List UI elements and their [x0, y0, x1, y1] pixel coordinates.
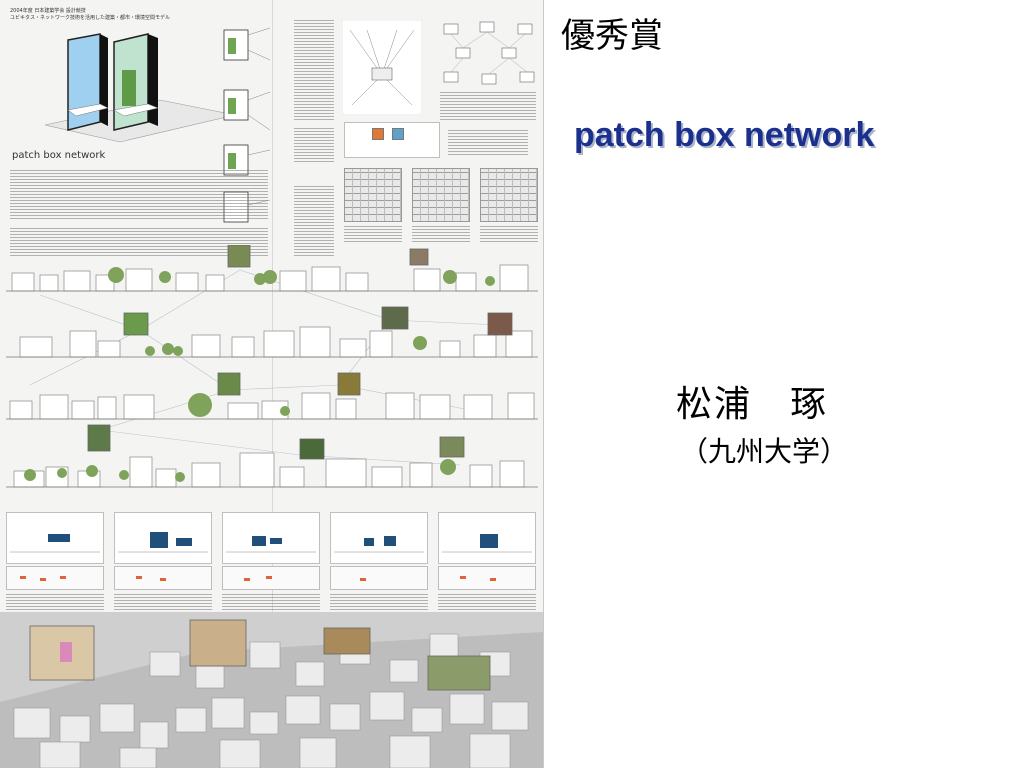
- poster-body-text: [10, 228, 268, 258]
- project-title: patch box network: [574, 116, 875, 154]
- poster-concept-diagram: [342, 20, 422, 115]
- poster-body-text: [222, 594, 320, 610]
- poster-floor-plan-details: [20, 576, 496, 581]
- poster-body-text: [330, 594, 428, 610]
- poster-city-model-photo: [0, 612, 543, 768]
- poster-header-line2: ユビキタス・ネットワーク技術を活用した建築・都市・環境空間モデル: [10, 15, 171, 21]
- poster-body-text: [448, 130, 528, 156]
- poster-body-text: [344, 226, 402, 242]
- poster-body-text: [438, 594, 536, 610]
- poster-district-map: [412, 168, 470, 222]
- poster-streetscape-elevations: [6, 245, 538, 488]
- poster-body-text: [114, 594, 212, 610]
- poster-body-text: [294, 20, 334, 120]
- poster-title: patch box network: [12, 150, 106, 161]
- poster-body-text: [294, 186, 334, 256]
- award-title: 優秀賞: [561, 16, 663, 56]
- poster-district-map: [344, 168, 402, 222]
- poster-interior-sketch: [330, 512, 428, 564]
- author-name: 松浦 琢: [676, 384, 829, 425]
- poster-interior-sketch-details: [10, 532, 532, 553]
- poster-header: 2004年度 日本建築学会 設計競技 ユビキタス・ネットワーク技術を活用した建築…: [10, 8, 170, 22]
- poster-body-text: [10, 170, 268, 220]
- poster-body-text: [412, 226, 470, 242]
- poster-body-text: [440, 92, 536, 122]
- poster-patch-box-illustration: [44, 33, 236, 143]
- competition-poster-image: 2004年度 日本建築学会 設計競技 ユビキタス・ネットワーク技術を活用した建築…: [0, 0, 544, 768]
- poster-floor-plan: [438, 566, 536, 590]
- poster-district-map: [480, 168, 538, 222]
- poster-network-diagram: [443, 21, 535, 85]
- poster-body-text: [6, 594, 104, 610]
- poster-icon: [372, 128, 384, 140]
- poster-header-line1: 2004年度 日本建築学会 設計競技: [10, 8, 86, 14]
- poster-icon: [392, 128, 404, 140]
- author-affiliation: （九州大学）: [680, 435, 849, 468]
- poster-body-text: [294, 128, 334, 164]
- poster-floor-plan: [330, 566, 428, 590]
- poster-body-text: [480, 226, 538, 242]
- poster-fold-line: [272, 0, 273, 768]
